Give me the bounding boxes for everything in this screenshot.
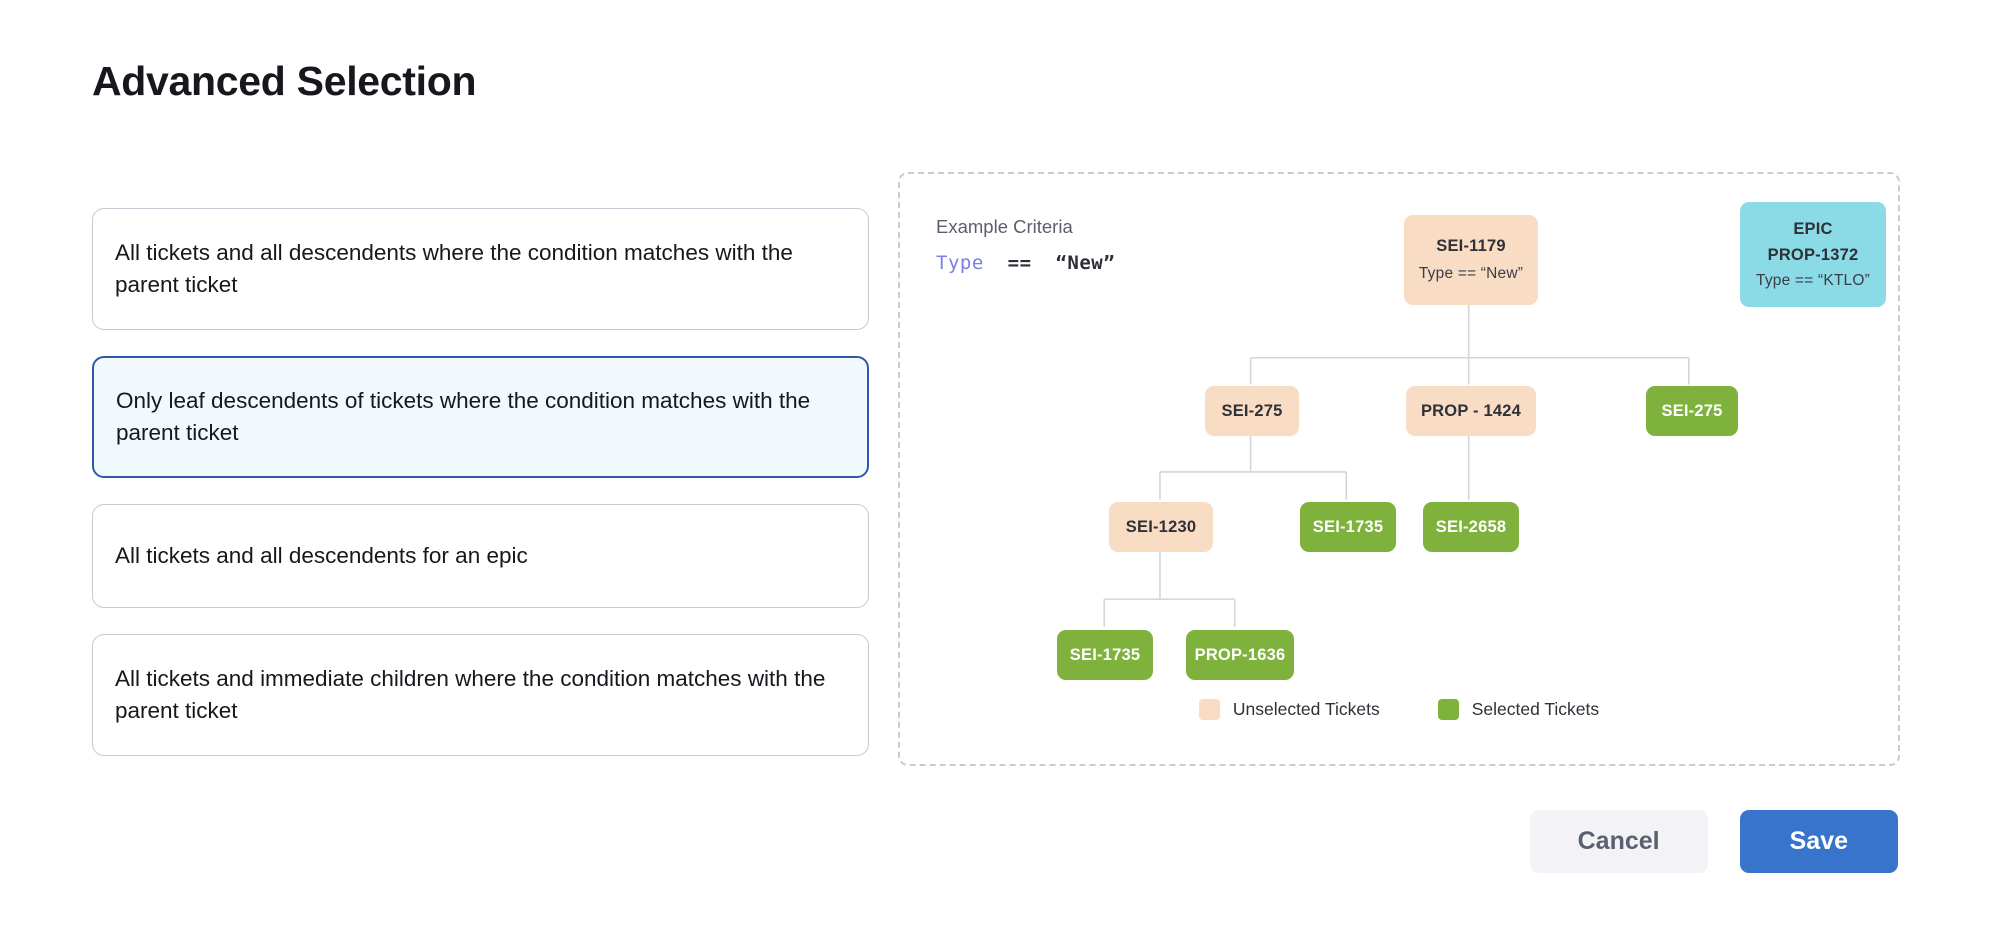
node-kind: EPIC (1793, 219, 1833, 238)
tree-node-sei-2658[interactable]: SEI-2658 (1423, 502, 1519, 552)
node-id: PROP - 1424 (1420, 401, 1522, 420)
tree-connectors (1103, 304, 1690, 627)
option-leaf-descendents[interactable]: Only leaf descendents of tickets where t… (92, 356, 869, 478)
tree-node-epic-prop-1372[interactable]: EPIC PROP-1372 Type == “KTLO” (1740, 202, 1886, 307)
option-label: All tickets and all descendents where th… (115, 239, 793, 297)
tree-node-sei-1735-leaf[interactable]: SEI-1735 (1057, 630, 1153, 680)
node-id: SEI-275 (1661, 401, 1723, 420)
criteria-operator: == (1007, 252, 1032, 274)
node-condition: Type == “KTLO” (1756, 271, 1870, 289)
node-id: SEI-1735 (1312, 517, 1384, 536)
legend-item-unselected: Unselected Tickets (1198, 699, 1380, 720)
criteria-label: Example Criteria (936, 216, 1073, 237)
criteria-value: “New” (1055, 252, 1116, 274)
tree-node-prop-1636[interactable]: PROP-1636 (1186, 630, 1294, 680)
tree-node-sei-275-selected[interactable]: SEI-275 (1646, 386, 1738, 436)
save-button[interactable]: Save (1739, 810, 1898, 873)
tree-node-prop-1424[interactable]: PROP - 1424 (1406, 386, 1536, 436)
node-id: SEI-1230 (1125, 517, 1197, 536)
option-immediate-children[interactable]: All tickets and immediate children where… (92, 634, 869, 756)
diagram-legend: Unselected Tickets Selected Tickets (900, 699, 1898, 720)
node-id: PROP-1636 (1194, 645, 1286, 664)
page-title: Advanced Selection (92, 58, 477, 104)
option-all-descendents[interactable]: All tickets and all descendents where th… (92, 208, 869, 330)
legend-label: Selected Tickets (1471, 699, 1600, 719)
node-id: SEI-1735 (1069, 645, 1141, 664)
option-label: All tickets and immediate children where… (115, 665, 826, 723)
example-diagram-panel: Example Criteria Type == “New” (898, 172, 1900, 766)
option-label: All tickets and all descendents for an e… (115, 542, 528, 568)
criteria-keyword: Type (936, 252, 984, 274)
legend-item-selected: Selected Tickets (1437, 699, 1600, 720)
tree-node-sei-1735-mid[interactable]: SEI-1735 (1300, 502, 1396, 552)
unselected-swatch-icon (1198, 699, 1220, 720)
selection-options-list: All tickets and all descendents where th… (92, 208, 869, 782)
selected-swatch-icon (1437, 699, 1459, 720)
cancel-button[interactable]: Cancel (1529, 810, 1708, 873)
node-condition: Type == “New” (1418, 265, 1524, 282)
node-id: SEI-1179 (1436, 237, 1506, 255)
criteria-expression: Type == “New” (936, 252, 1115, 274)
tree-node-sei-1179[interactable]: SEI-1179 Type == “New” (1404, 215, 1538, 305)
option-epic-descendents[interactable]: All tickets and all descendents for an e… (92, 504, 869, 608)
tree-node-sei-275[interactable]: SEI-275 (1205, 386, 1299, 436)
dialog-footer: Cancel Save (1529, 810, 1898, 873)
legend-label: Unselected Tickets (1232, 699, 1380, 719)
node-id: SEI-275 (1221, 401, 1283, 420)
option-label: Only leaf descendents of tickets where t… (116, 387, 811, 445)
node-id: PROP-1372 (1767, 245, 1859, 264)
node-id: SEI-2658 (1435, 517, 1507, 536)
tree-node-sei-1230[interactable]: SEI-1230 (1109, 502, 1213, 552)
